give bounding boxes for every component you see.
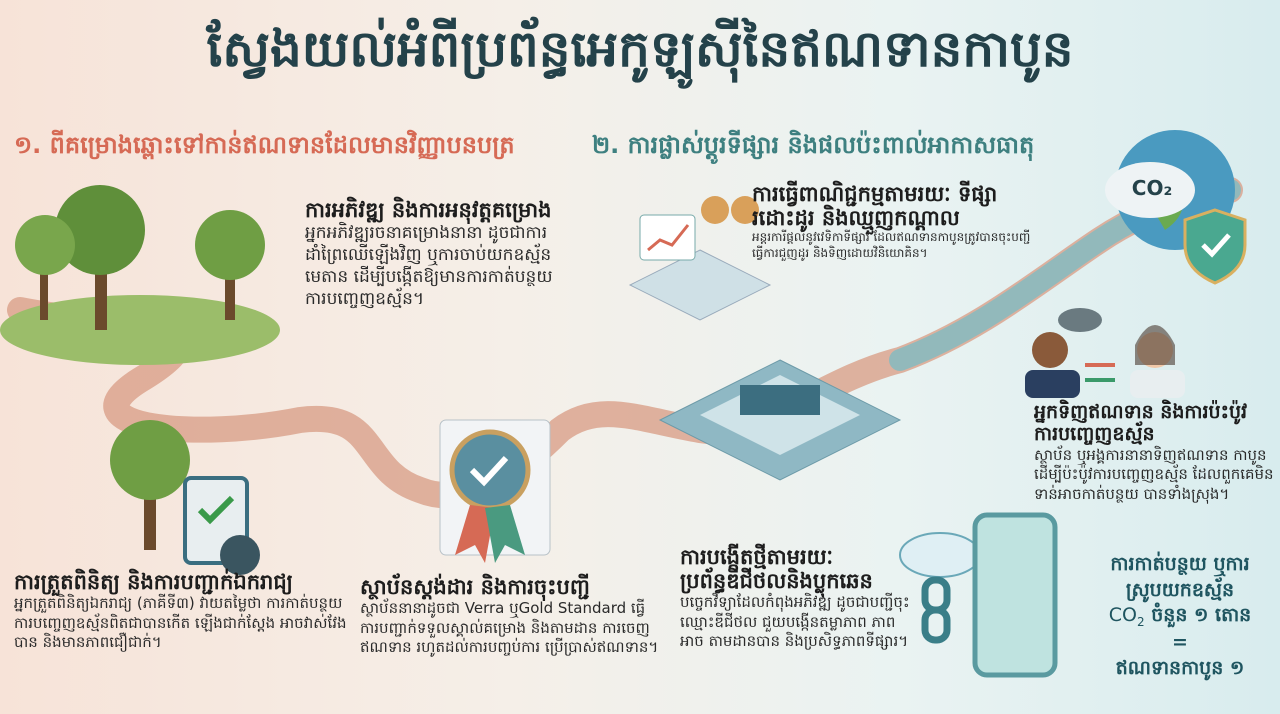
section-title-part1: ១. ពីគម្រោងឆ្ពោះទៅកាន់ឥណទានដែលមានវិញ្ញាប… (14, 131, 515, 159)
equation-line1: ការកាត់បន្ថយ ឬការស្រូបយកឧស្ម័ន (1110, 553, 1250, 601)
step-development: ការអភិវឌ្ឍ និងការអនុវត្តគម្រោង អ្នកអភិវឌ… (305, 198, 665, 311)
step-verification: ការត្រួតពិនិត្យ និងការបញ្ជាក់ឯករាជ្យ អ្ន… (14, 570, 359, 653)
equation-amount: ចំនួន ១ តោន (1151, 604, 1252, 627)
step-innovation: ការបង្កើតថ្មីតាមរយៈ ប្រព័ន្ធឌីជីថលនិងប្ល… (680, 545, 910, 652)
equation-equals: = (1172, 631, 1188, 654)
equation-co2-sub: 2 (1136, 615, 1145, 630)
step-body: បច្ចេកវិទ្យាដែលកំពុងអភិវឌ្ឍ ដូចជាបញ្ជីចុ… (680, 593, 910, 651)
step-trading: ការធ្វើពាណិជ្ជកម្មតាមរយៈ ទីផ្សារដោះដូរ ន… (752, 182, 1042, 261)
buyers-icon (1025, 308, 1185, 398)
step-body: អន្តរការីផ្ដល់នូវវេទិកាទីផ្សារ ដែលឥណទានក… (752, 230, 1031, 260)
step-heading: ការធ្វើពាណិជ្ជកម្មតាមរយៈ ទីផ្សារដោះដូរ ន… (752, 182, 998, 231)
page-title: ស្វែងយល់អំពីប្រព័ន្ធអេកូឡូស៊ីនៃឥណទានកាបូ… (206, 20, 1074, 78)
step-body: ស្ថាប័ននានាដូចជា Verra ឬGold Standard ធ្… (360, 599, 659, 657)
step-heading: ការត្រួតពិនិត្យ និងការបញ្ជាក់ឯករាជ្យ (14, 570, 293, 594)
equation-amount-row: CO2 ចំនួន ១ តោន (1080, 603, 1280, 630)
step-heading: ការបង្កើតថ្មីតាមរយៈ ប្រព័ន្ធឌីជីថលនិងប្ល… (680, 545, 873, 594)
step-buyers: អ្នកទិញឥណទាន និងការប៉ះប៉ូវ ការបញ្ចេញឧស្ម… (1034, 401, 1274, 504)
trading-icon (628, 196, 772, 321)
step-standards: ស្ថាប័នស្តង់ដារ និងការចុះបញ្ជី ស្ថាប័ននា… (360, 575, 660, 658)
section-title-part2: ២. ការផ្លាស់ប្ដូរទីផ្សារ និងផលប៉ះពាល់អាក… (592, 131, 1035, 159)
globe-label: CO₂ (1131, 176, 1173, 200)
step-heading: អ្នកទិញឥណទាន និងការប៉ះប៉ូវ ការបញ្ចេញឧស្ម… (1034, 401, 1248, 445)
forest-icon (0, 185, 280, 365)
step-heading: ស្ថាប័នស្តង់ដារ និងការចុះបញ្ជី (360, 575, 590, 599)
step-body: អ្នកអភិវឌ្ឍរចនាគម្រោងនានា ដូចជាការដាំព្រ… (305, 223, 553, 310)
carbon-credit-equation: ការកាត់បន្ថយ ឬការស្រូបយកឧស្ម័ន CO2 ចំនួន… (1080, 552, 1280, 682)
blockchain-icon (899, 512, 1058, 678)
co2-globe-icon (1105, 130, 1247, 285)
equation-co2: CO (1108, 604, 1137, 627)
step-body: អ្នកត្រួតពិនិត្យឯករាជ្យ (ភាគីទី៣) វាយតម្… (14, 594, 347, 652)
equation-result: ឥណទានកាបូន ១ (1115, 656, 1245, 679)
digital-platform-icon (658, 359, 902, 481)
verification-icon (110, 420, 260, 575)
step-heading: ការអភិវឌ្ឍ និងការអនុវត្តគម្រោង (305, 198, 552, 222)
certificate-icon (439, 419, 551, 563)
step-body: ស្ថាប័ន ឬអង្គការនានាទិញឥណទាន កាបូន ដើម្ប… (1034, 445, 1274, 503)
